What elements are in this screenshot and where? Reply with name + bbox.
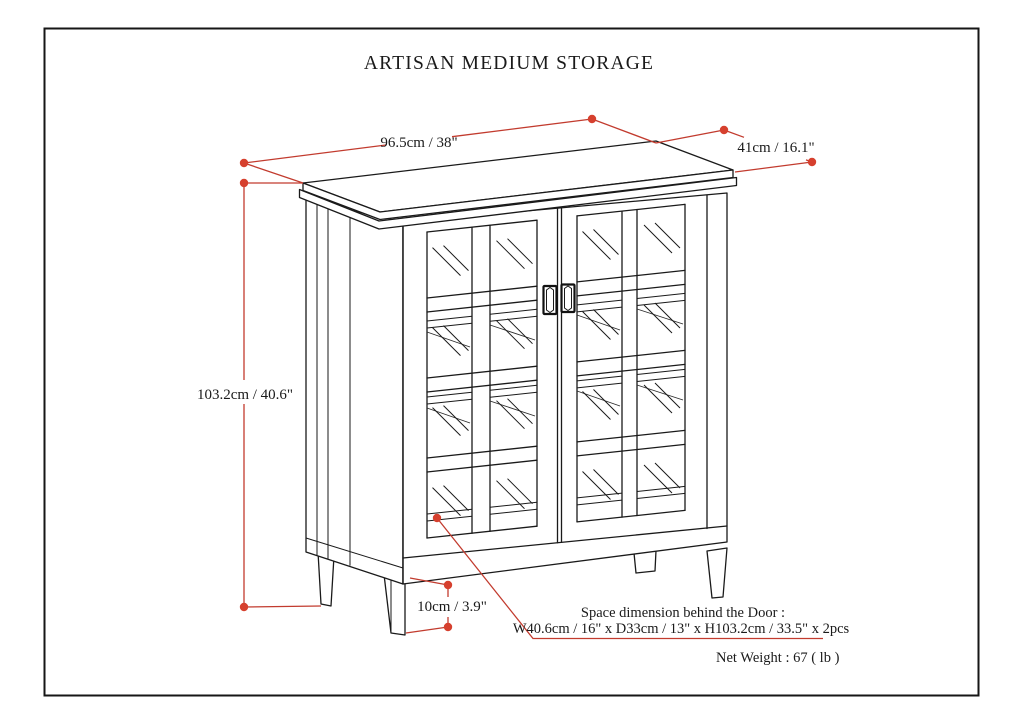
page-title: ARTISAN MEDIUM STORAGE — [364, 53, 654, 74]
space-dimension-title: Space dimension behind the Door : — [581, 605, 785, 621]
callout-leader-line — [436, 517, 823, 640]
dimension-dot — [443, 622, 453, 632]
height-label: 103.2cm / 40.6" — [197, 387, 293, 403]
glass-reflections — [432, 222, 681, 516]
cabinet-legs — [317, 547, 728, 636]
net-weight-note: Net Weight : 67 ( lb ) — [716, 650, 840, 666]
dimension-dot — [587, 114, 597, 124]
cabinet-top — [298, 140, 738, 230]
right-door-handle — [560, 283, 576, 314]
dimension-depth: 41cm / 16.1" — [655, 125, 817, 173]
cabinet-molding — [298, 176, 738, 230]
space-dimension-callout: Space dimension behind the Door : W40.6c… — [432, 513, 850, 640]
dimension-dot — [443, 580, 453, 590]
door-handles — [542, 283, 576, 316]
dimension-dot — [719, 125, 729, 135]
door-glass-grid — [426, 203, 686, 539]
leg-height-label: 10cm / 3.9" — [417, 599, 487, 615]
depth-label: 41cm / 16.1" — [737, 140, 814, 156]
dimension-dot — [239, 178, 249, 188]
base-rail — [402, 525, 728, 559]
callout-dot — [432, 513, 442, 523]
cabinet-side-panel — [305, 199, 404, 585]
dimension-height: 103.2cm / 40.6" — [197, 178, 322, 612]
space-dimension-value: W40.6cm / 16" x D33cm / 13" x H103.2cm /… — [513, 621, 850, 637]
leg-front-right — [706, 547, 728, 599]
interior-shelves — [426, 292, 686, 522]
left-door-handle — [542, 284, 558, 316]
cabinet-front — [402, 192, 728, 585]
dimension-dot — [239, 158, 249, 168]
width-label: 96.5cm / 38" — [380, 135, 457, 151]
cabinet-drawing — [298, 140, 738, 636]
dimension-dot — [807, 157, 817, 167]
dimension-width: 96.5cm / 38" — [239, 114, 657, 184]
dimension-annotations: 96.5cm / 38" 41cm / 16.1" 103.2cm / 40.6… — [197, 114, 850, 640]
dimension-dot — [239, 602, 249, 612]
dimension-leg-height: 10cm / 3.9" — [405, 577, 487, 634]
page-border — [43, 27, 980, 697]
